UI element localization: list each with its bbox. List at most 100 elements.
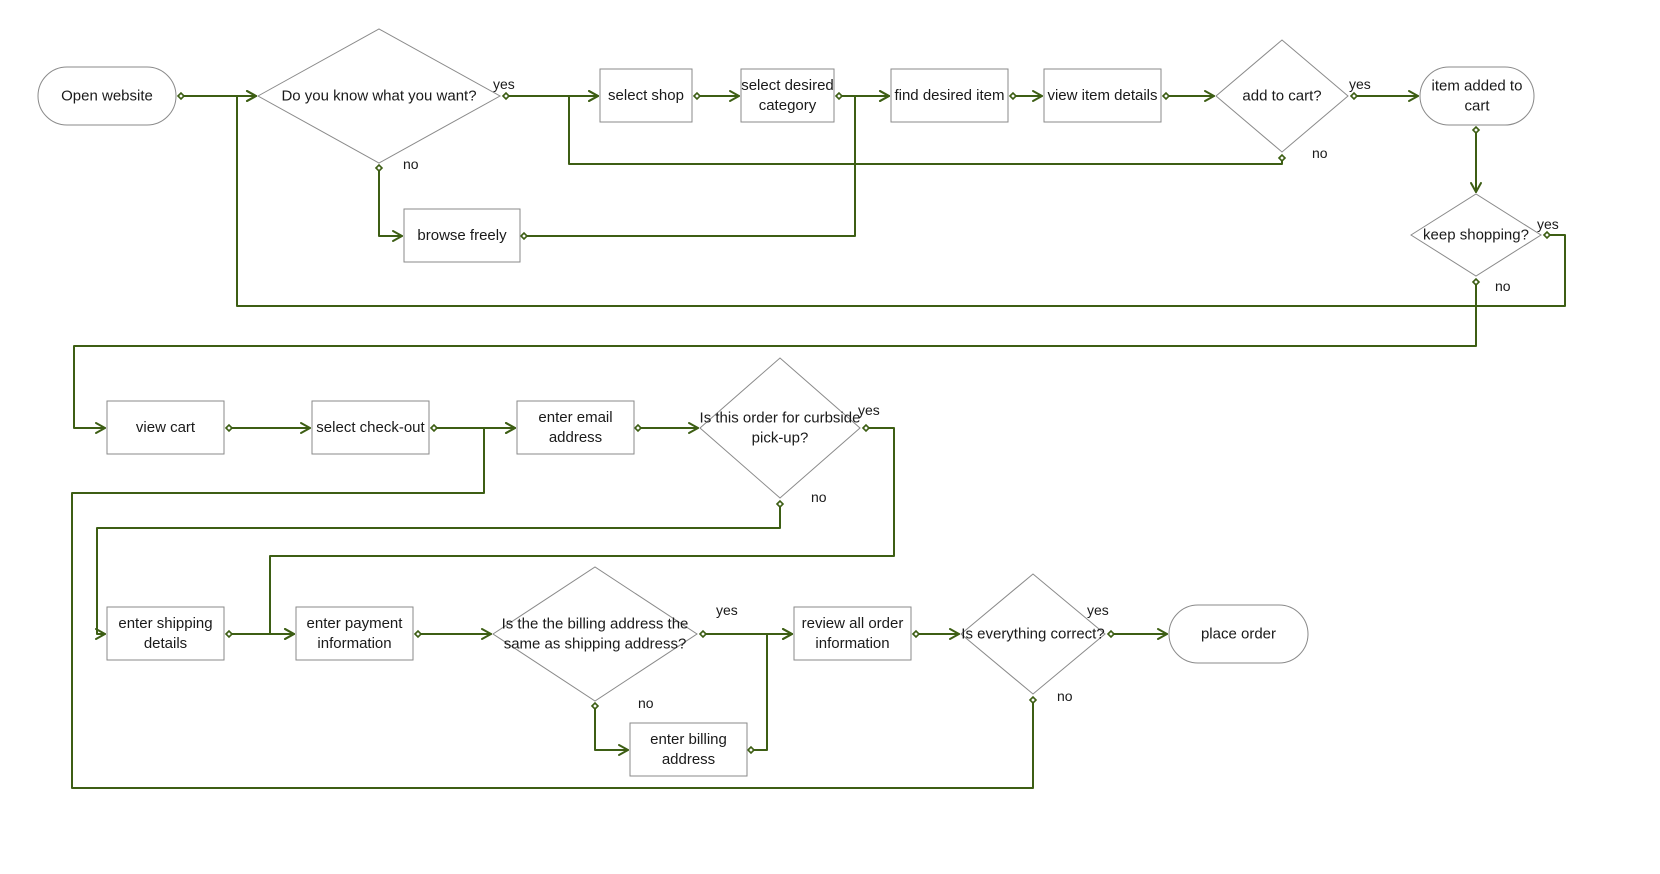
arrowhead [392, 230, 403, 242]
process-box [793, 606, 912, 661]
arrowhead [949, 628, 960, 640]
connector-start-dot [1471, 125, 1481, 135]
node-enter-payment: enter payment information [295, 606, 414, 661]
connector-viewcart-to-checkout [224, 422, 311, 434]
node-label: place order [1201, 626, 1276, 643]
node-label: review all order [802, 615, 904, 632]
arrowhead [95, 628, 106, 640]
connector-payment-to-billing [413, 628, 492, 640]
node-everything-correct: Is everything correct? [960, 573, 1106, 695]
connector-start-dot [775, 499, 785, 509]
node-place-order: place order [1168, 604, 1309, 664]
connector-start-dot [1349, 91, 1359, 101]
node-label: find desired item [894, 87, 1004, 104]
arrowhead [1408, 90, 1419, 102]
connector-line [750, 633, 793, 751]
terminal-shape [1419, 66, 1535, 126]
node-open-website: Open website [37, 66, 177, 126]
connector-curbside-no-to-shipping [95, 499, 785, 640]
connector-start-dot [1471, 277, 1481, 287]
edge-label-correct-no: no [1057, 688, 1073, 704]
connector-start-dot [176, 91, 186, 101]
terminal-shape [37, 66, 177, 126]
node-select-checkout: select check-out [311, 400, 430, 455]
node-label: enter billing [650, 731, 727, 748]
connector-find-to-details [1008, 90, 1043, 102]
node-label: category [759, 97, 817, 114]
arrowhead [688, 422, 699, 434]
connector-keep-no-to-viewcart [73, 277, 1481, 434]
process-box [516, 400, 635, 455]
node-know-what-you-want: Do you know what you want? [256, 28, 502, 164]
process-box [599, 68, 693, 123]
node-label: Is this order for curbside [700, 410, 861, 427]
node-label: Do you know what you want? [281, 88, 476, 105]
connector-know-no-to-browse [374, 163, 403, 242]
connector-start-dot [1008, 91, 1018, 101]
process-box [1043, 68, 1162, 123]
edge-label-cart-yes: yes [1349, 76, 1371, 92]
edge-label-keep-yes: yes [1537, 216, 1559, 232]
node-view-item-details: view item details [1043, 68, 1162, 123]
edge-label-keep-no: no [1495, 278, 1511, 294]
arrowhead [95, 422, 106, 434]
connectors [71, 90, 1566, 789]
edge-label-billing-yes: yes [716, 602, 738, 618]
connector-start-dot [224, 423, 234, 433]
process-box [740, 68, 835, 123]
connector-start-dot [590, 701, 600, 711]
connector-start-dot [1277, 153, 1287, 163]
decision-diamond [960, 573, 1106, 695]
process-box [311, 400, 430, 455]
node-label: address [549, 429, 602, 446]
decision-diamond [1410, 193, 1542, 277]
node-label: address [662, 751, 715, 768]
process-box [106, 400, 225, 455]
node-label: enter payment [307, 615, 404, 632]
terminal-shape [1168, 604, 1309, 664]
connector-review-to-correct [911, 628, 960, 640]
connector-start-dot [698, 629, 708, 639]
node-keep-shopping: keep shopping? [1410, 193, 1542, 277]
node-browse-freely: browse freely [403, 208, 521, 263]
connector-line [96, 503, 781, 635]
process-box [890, 68, 1009, 123]
connector-start-dot [1028, 695, 1038, 705]
edge-label-know-no: no [403, 156, 419, 172]
connector-billing-no-to-enterbilling [590, 701, 629, 756]
connector-addcart-yes-to-added [1349, 90, 1419, 102]
connector-addcart-no-loop [568, 90, 1287, 165]
arrowhead [284, 628, 295, 640]
decision-diamond [699, 357, 861, 499]
edge-label-correct-yes: yes [1087, 602, 1109, 618]
edge-label-cart-no: no [1312, 145, 1328, 161]
connector-line [378, 167, 403, 237]
connector-added-to-keep [1470, 125, 1482, 193]
node-label: view cart [136, 419, 196, 436]
node-find-item: find desired item [890, 68, 1009, 123]
node-label: information [815, 635, 889, 652]
connector-start-dot [501, 91, 511, 101]
node-label: browse freely [417, 227, 507, 244]
arrowhead [505, 422, 516, 434]
connector-browse-to-find [519, 90, 890, 241]
arrowhead [588, 90, 599, 102]
arrowhead [729, 90, 740, 102]
connector-start-dot [746, 745, 756, 755]
node-label: add to cart? [1242, 88, 1321, 105]
node-label: Open website [61, 88, 153, 105]
connector-start-dot [692, 91, 702, 101]
connector-start-dot [1542, 230, 1552, 240]
connector-line [523, 95, 890, 237]
node-label: information [317, 635, 391, 652]
nodes: Open website Do you know what you want? se… [37, 28, 1542, 777]
connector-start-dot [911, 629, 921, 639]
node-enter-billing: enter billing address [629, 722, 748, 777]
decision-diamond [1215, 39, 1349, 153]
node-label: item added to [1432, 78, 1523, 95]
